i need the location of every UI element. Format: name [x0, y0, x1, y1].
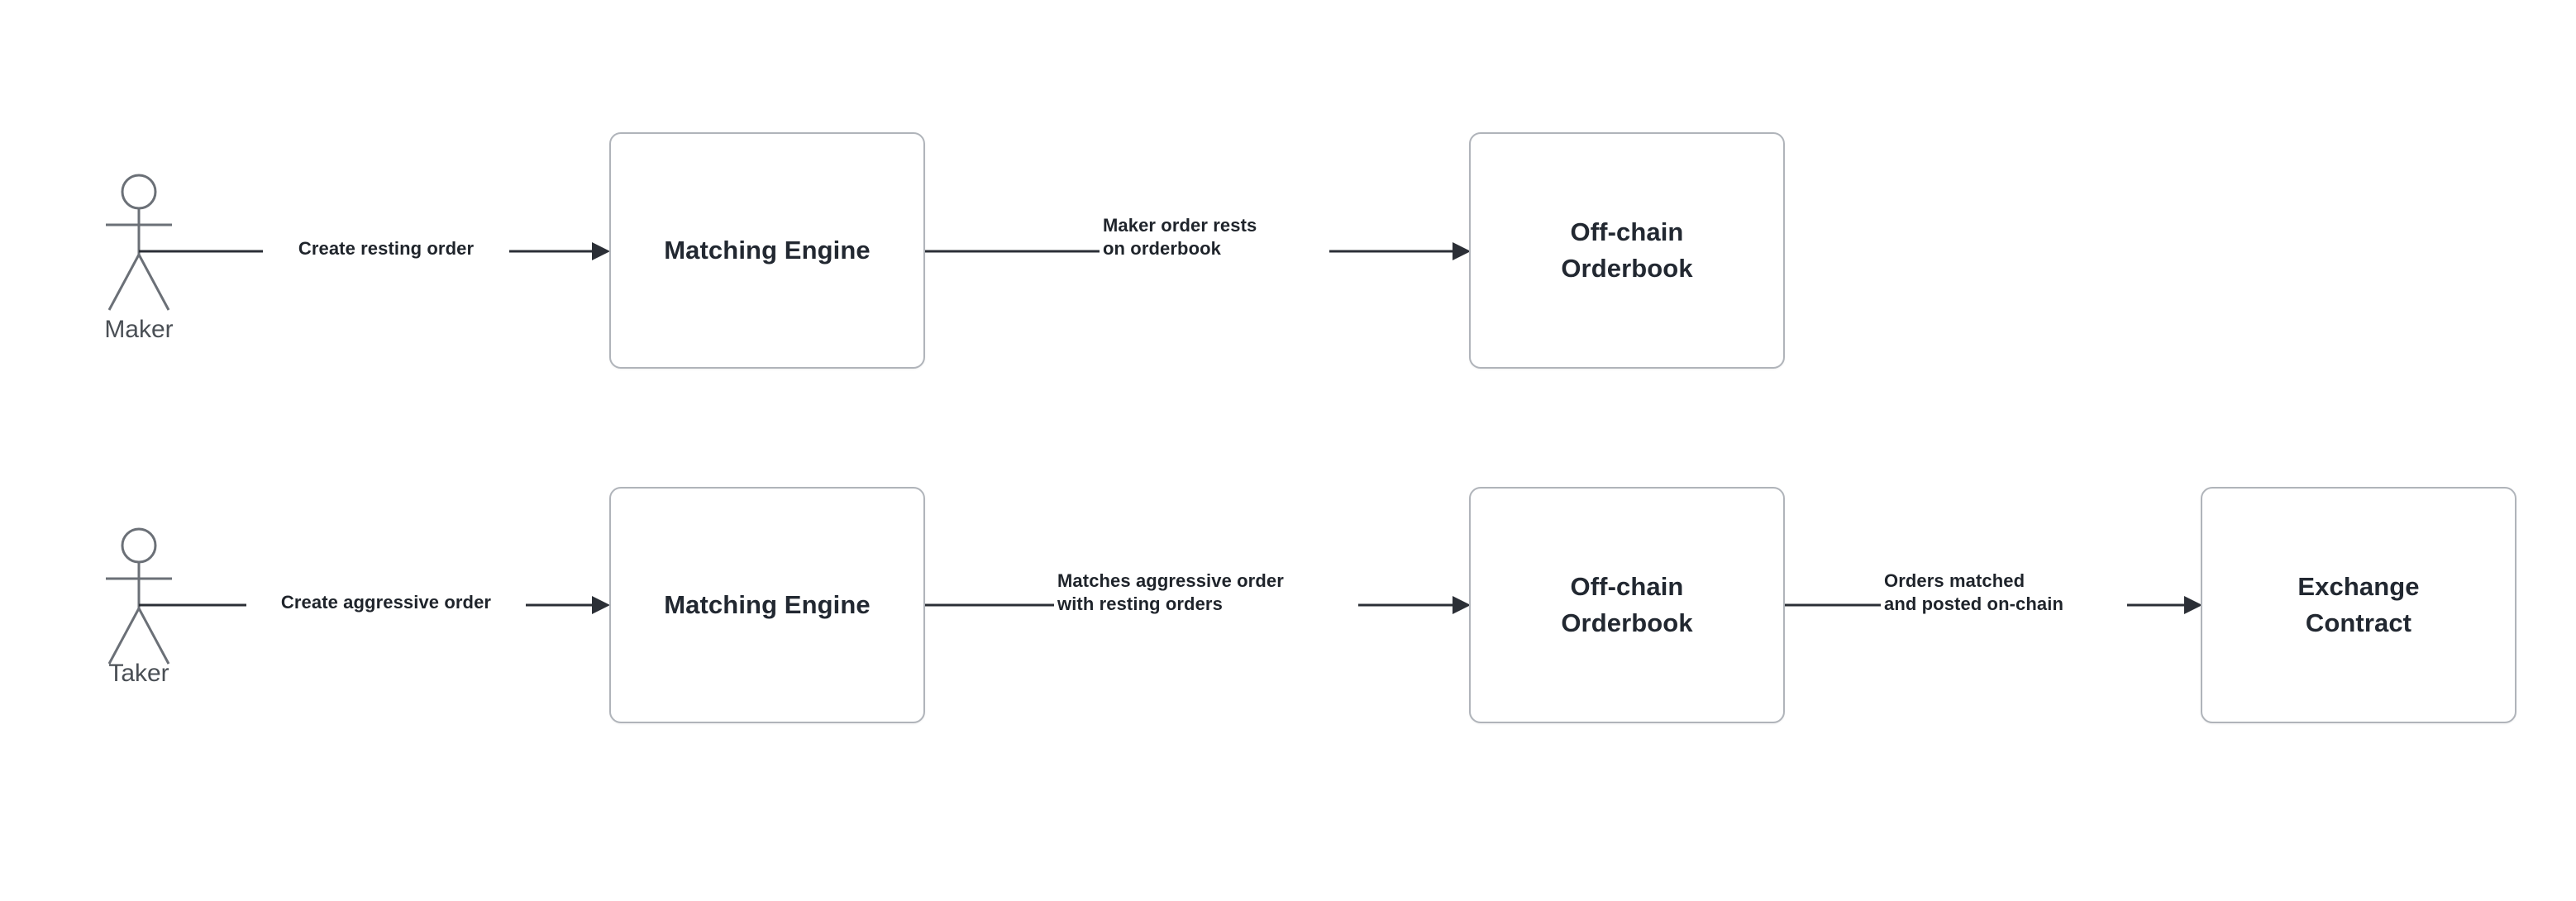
edge-label-create-resting-order: Create resting order	[263, 236, 509, 262]
node-exchange-contract-label: Exchange Contract	[2297, 571, 2420, 637]
edge-label-maker-order-rests: Maker order rests on orderbook	[1100, 213, 1329, 262]
actor-taker[interactable]	[106, 527, 205, 693]
edge-label-orders-matched-on-chain: Orders matched and posted on-chain	[1881, 569, 2127, 617]
node-offchain-orderbook-maker[interactable]: Off-chain Orderbook	[1469, 132, 1785, 369]
actor-maker[interactable]	[106, 174, 205, 339]
node-matching-engine-taker-label: Matching Engine	[664, 589, 871, 619]
node-matching-engine-maker-label: Matching Engine	[664, 235, 871, 265]
actor-maker-label: Maker	[104, 316, 174, 343]
edge-label-create-aggressive-order: Create aggressive order	[246, 590, 526, 616]
stick-figure-actor-icon	[106, 527, 172, 665]
node-offchain-orderbook-maker-label: Off-chain Orderbook	[1561, 217, 1693, 283]
node-offchain-orderbook-taker-label: Off-chain Orderbook	[1561, 571, 1693, 637]
stick-figure-actor-icon	[106, 174, 172, 311]
actor-taker-label: Taker	[108, 660, 169, 687]
node-exchange-contract[interactable]: Exchange Contract	[2201, 487, 2516, 723]
node-matching-engine-taker[interactable]: Matching Engine	[609, 487, 925, 723]
edge-label-matches-aggressive-order: Matches aggressive order with resting or…	[1054, 569, 1358, 617]
node-offchain-orderbook-taker[interactable]: Off-chain Orderbook	[1469, 487, 1785, 723]
node-matching-engine-maker[interactable]: Matching Engine	[609, 132, 925, 369]
